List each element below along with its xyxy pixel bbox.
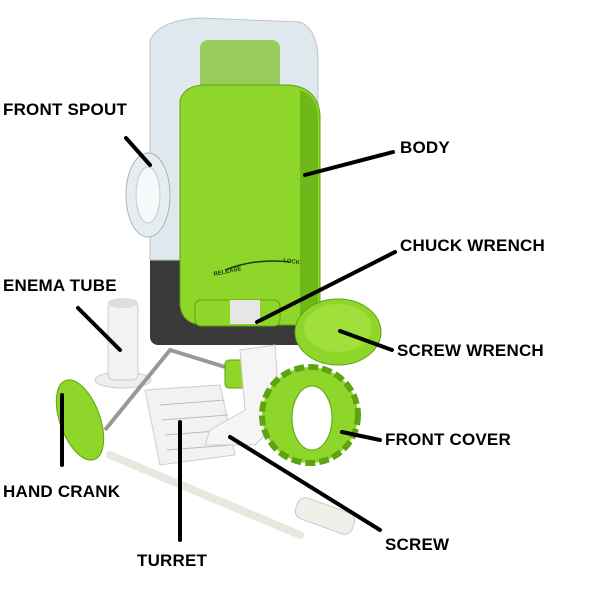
label-enema-tube: ENEMA TUBE [3,276,117,295]
leader-enema-tube [76,306,122,352]
label-front-spout: FRONT SPOUT [3,100,128,119]
leader-body [303,150,395,177]
label-body: BODY [400,138,450,157]
label-hand-crank: HAND CRANK [3,482,121,501]
label-screw-wrench: SCREW WRENCH [397,341,544,360]
lock-marking: LOCK [283,258,301,266]
release-marking: RELEASE [213,266,242,278]
leader-front-cover [340,430,382,442]
label-chuck-wrench: CHUCK WRENCH [400,236,545,255]
label-screw: SCREW [385,535,450,554]
label-turret: TURRET [137,551,208,570]
leader-front-spout [124,136,152,167]
leader-screw [228,435,382,532]
leader-chuck-wrench [255,250,397,324]
leader-screw-wrench [338,329,394,352]
cleaning-brush [106,451,304,539]
label-front-cover: FRONT COVER [385,430,511,449]
leader-lines [60,136,397,542]
front-cover [259,364,361,466]
release-lock-arrow [224,260,291,271]
